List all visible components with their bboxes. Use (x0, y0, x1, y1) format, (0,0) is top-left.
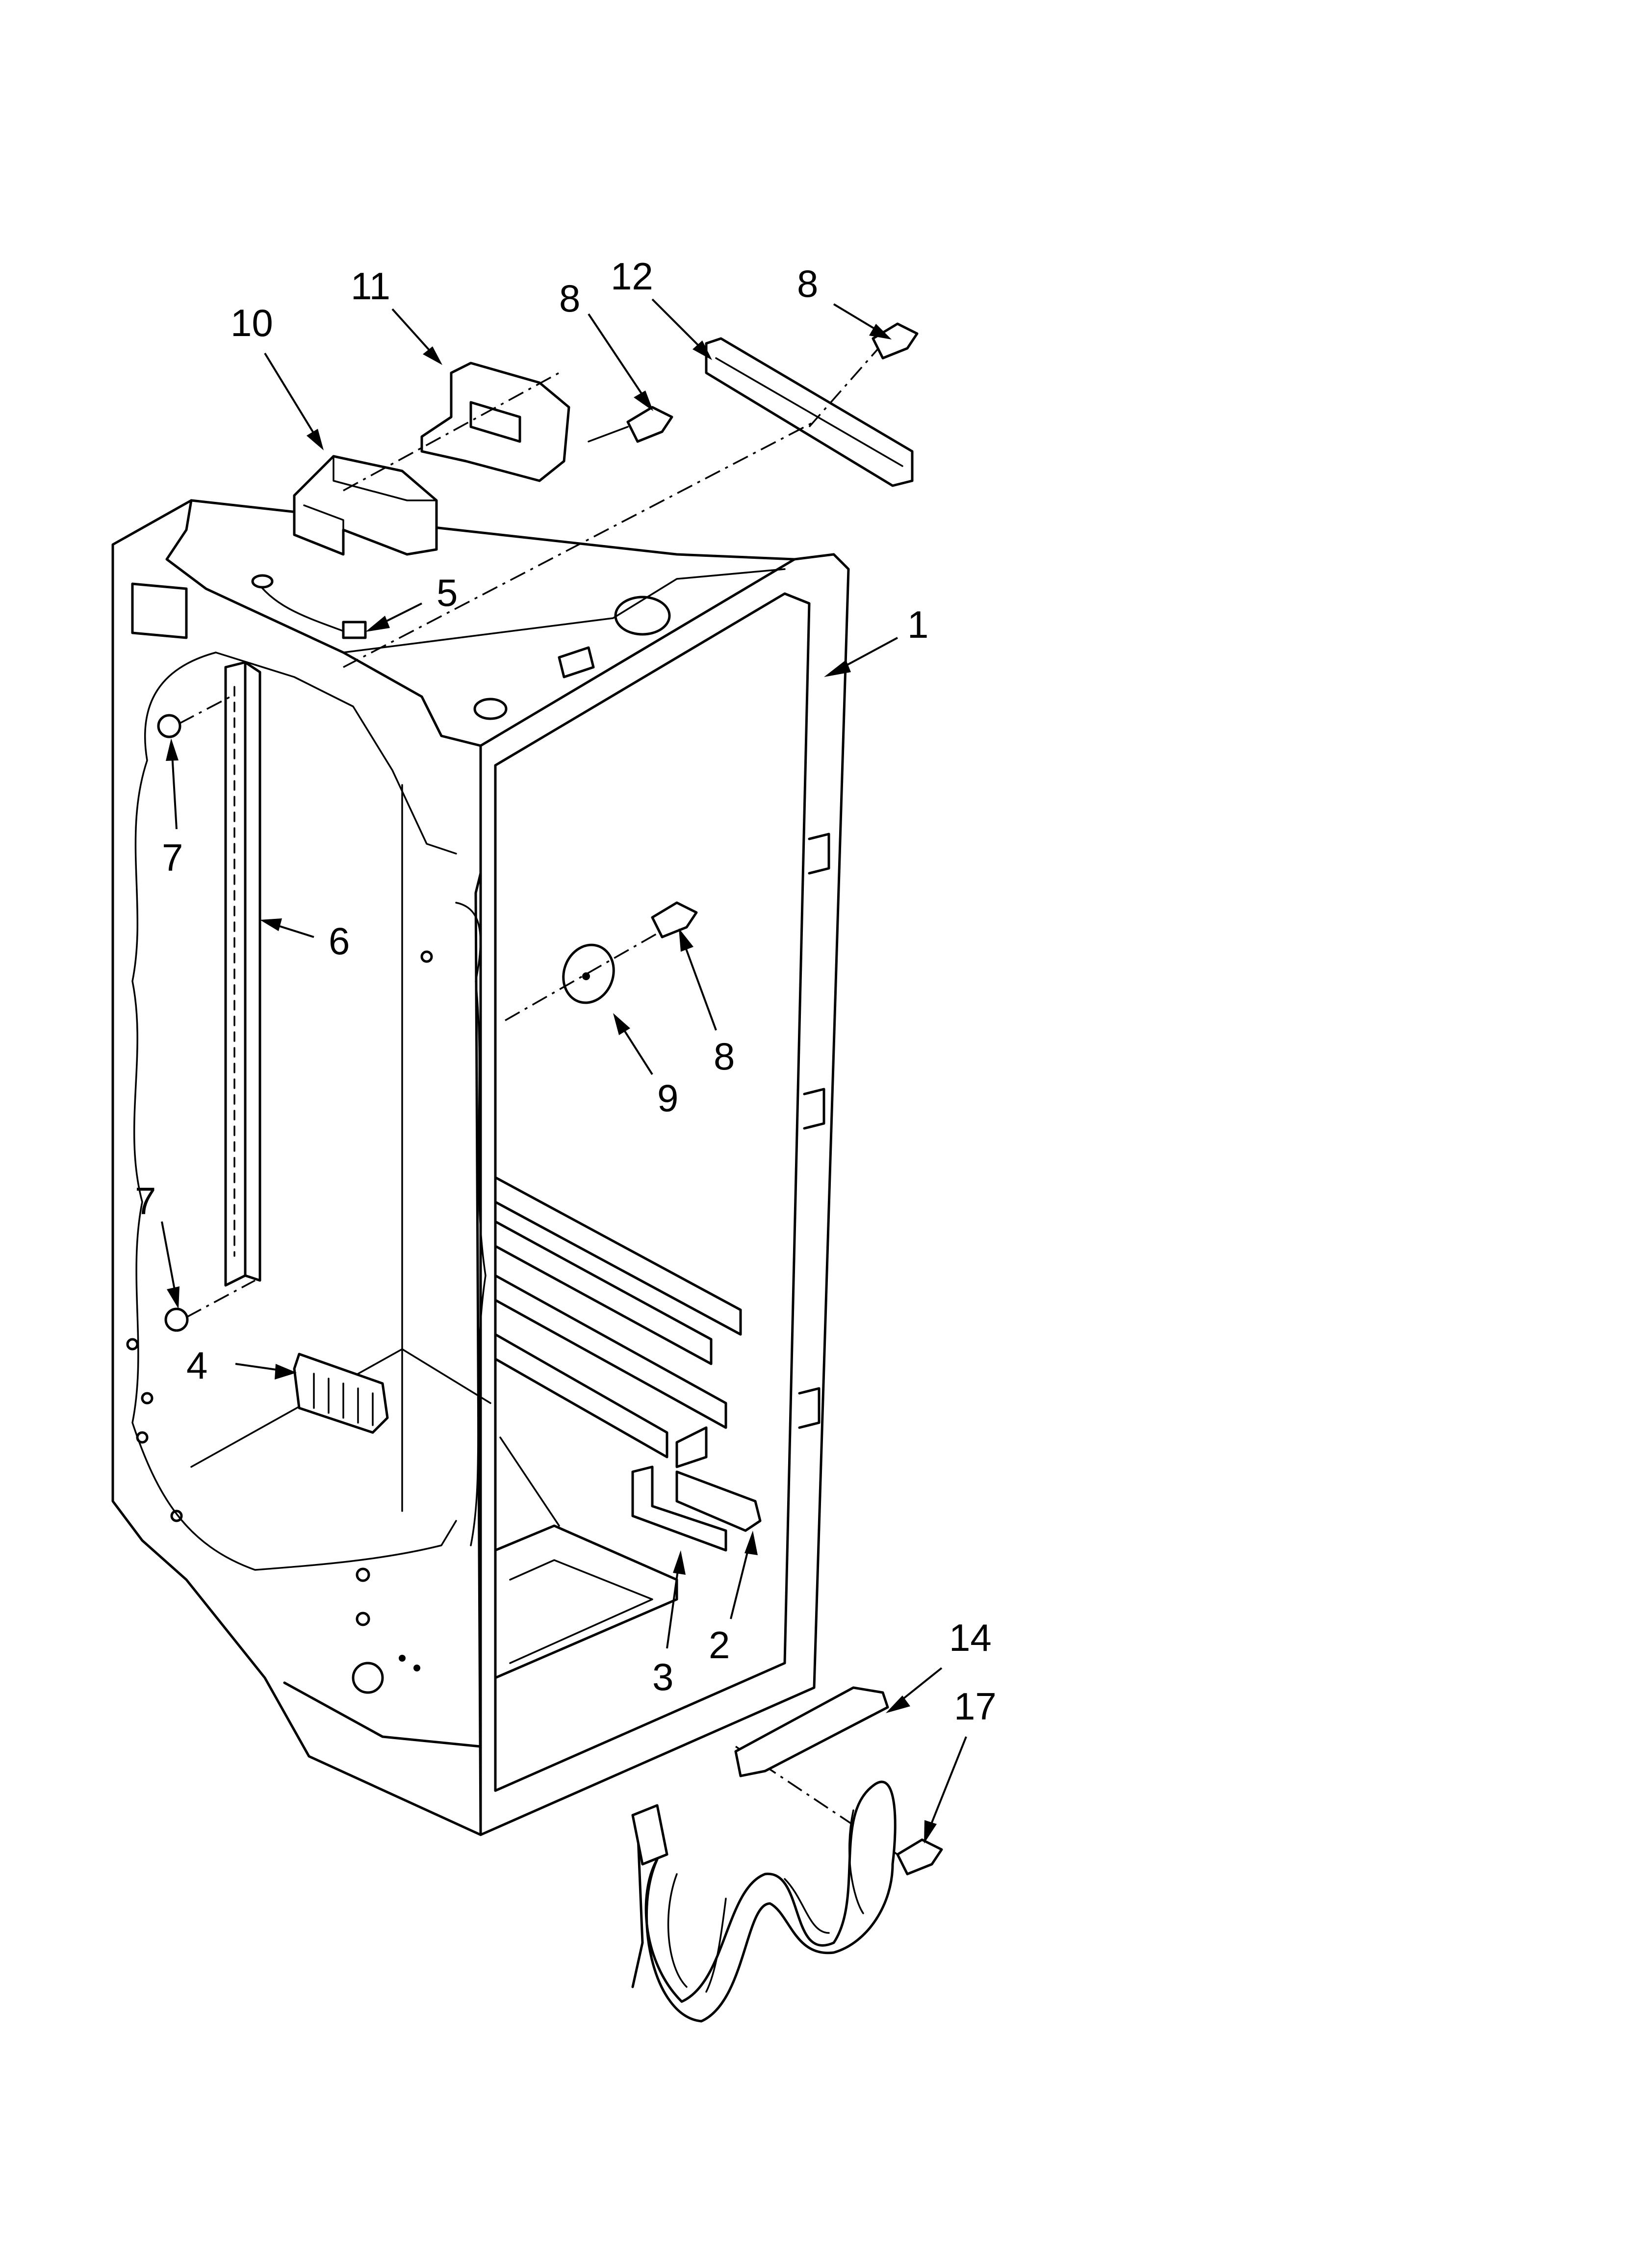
callout-4: 4 (186, 1344, 207, 1387)
leader-arrows (161, 298, 967, 1844)
callout-11: 11 (351, 264, 390, 308)
screw-icon (651, 901, 698, 938)
callout-3: 3 (652, 1655, 673, 1698)
screw-icon (588, 406, 673, 443)
callout-14: 14 (949, 1616, 992, 1659)
channel-part-12 (343, 337, 914, 668)
screw-icon (164, 1279, 256, 1332)
callout-8-top-right: 8 (797, 262, 818, 305)
heater-coil-part-14 (631, 1686, 897, 2023)
callout-10: 10 (231, 301, 273, 344)
callout-5: 5 (436, 571, 458, 614)
shelf-ladder-part-6 (224, 661, 261, 1287)
callout-1: 1 (907, 603, 928, 646)
callout-6: 6 (329, 919, 350, 963)
callout-2: 2 (709, 1623, 730, 1667)
callout-7-upper: 7 (162, 836, 183, 879)
control-part-10 (293, 455, 438, 556)
callout-8-middle: 8 (714, 1035, 735, 1078)
screw-icon (157, 696, 231, 738)
callout-8-top-left: 8 (559, 277, 580, 320)
wire-harness-part-5 (251, 574, 367, 639)
cover-part-11 (343, 362, 570, 492)
callout-12: 12 (611, 255, 653, 298)
callout-17: 17 (954, 1685, 997, 1728)
cabinet-liner (111, 499, 850, 1836)
vent-grille-part-4 (293, 1353, 389, 1434)
sensor-part-9 (505, 921, 677, 1021)
callout-7-lower: 7 (135, 1179, 156, 1223)
callout-9: 9 (657, 1076, 678, 1120)
brackets-parts-2-3 (631, 1426, 762, 1552)
